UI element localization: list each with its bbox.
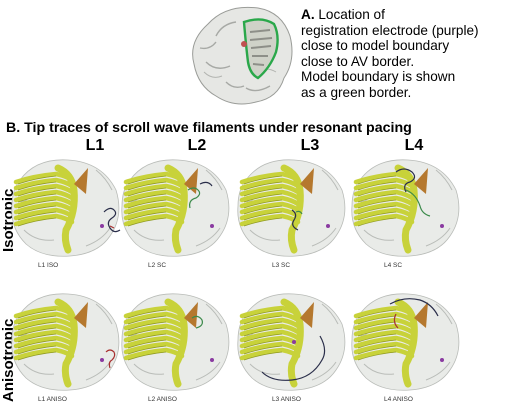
panel-aniso-l4 — [351, 293, 460, 391]
pectinate-muscles — [13, 164, 78, 254]
pectinate-muscles — [239, 298, 304, 388]
panel-label-iso-l1: L1 ISO — [38, 262, 59, 269]
filament-tip-trace — [105, 349, 116, 369]
caption-a-line-2: registration electrode (purple) — [301, 22, 479, 38]
column-header-l3: L3 — [300, 137, 320, 154]
panel-label-aniso-l4: L4 ANISO — [384, 396, 413, 403]
registration-electrode-marker — [100, 224, 104, 228]
panel-iso-l2 — [121, 159, 230, 257]
registration-electrode-marker — [100, 358, 104, 362]
pectinate-muscles — [239, 164, 304, 254]
caption-a-label: A. — [301, 7, 315, 22]
heart-shading — [357, 169, 453, 247]
column-header-l1: L1 — [85, 137, 105, 154]
filament-tip-trace — [103, 207, 121, 233]
heart-shading — [127, 303, 223, 381]
registration-electrode-marker — [292, 340, 296, 344]
registration-electrode-marker — [440, 224, 444, 228]
filament-tip-trace — [191, 315, 203, 329]
heart-shading — [243, 169, 339, 247]
node-triangle-marker — [74, 302, 88, 328]
caption-a-line-1: Location of — [318, 7, 385, 22]
caption-b-text: Tip traces of scroll wave filaments unde… — [24, 120, 412, 136]
registration-electrode-marker — [241, 41, 247, 47]
node-triangle-marker — [300, 302, 314, 328]
registration-electrode-marker — [210, 358, 214, 362]
node-triangle-marker — [414, 302, 428, 328]
panel-iso-l3 — [237, 159, 346, 257]
caption-a-line-5: Model boundary is shown — [301, 69, 456, 85]
panel-aniso-l1 — [11, 293, 120, 391]
column-header-l2: L2 — [187, 137, 207, 154]
pectinate-muscles — [123, 298, 188, 388]
heart-shading — [357, 303, 453, 381]
node-triangle-marker — [184, 302, 198, 328]
panel-label-aniso-l1: L1 ANISO — [38, 396, 67, 403]
panel-label-iso-l3: L3 SC — [272, 262, 291, 269]
panel-label-iso-l2: L2 SC — [148, 262, 167, 269]
caption-a-line-3: close to model boundary — [301, 38, 450, 54]
node-triangle-marker — [74, 168, 88, 194]
pectinate-muscles — [13, 298, 78, 388]
column-header-l4: L4 — [404, 137, 424, 154]
panel-label-iso-l4: L4 SC — [384, 262, 403, 269]
panel-label-aniso-l2: L2 ANISO — [148, 396, 177, 403]
caption-b-label: B. — [6, 120, 21, 136]
panel-iso-l1 — [11, 159, 121, 257]
panel-label-aniso-l3: L3 ANISO — [272, 396, 301, 403]
caption-a: A. Location of registration electrode (p… — [301, 7, 505, 101]
heart-overview-image — [192, 6, 293, 105]
caption-b: B. Tip traces of scroll wave filaments u… — [6, 120, 412, 136]
filament-tip-trace — [389, 298, 439, 329]
registration-electrode-marker — [440, 358, 444, 362]
heart-shading — [127, 169, 223, 247]
filament-tip-trace — [291, 209, 303, 231]
heart-shading — [17, 169, 113, 247]
filament-tip-trace — [395, 168, 431, 217]
caption-a-line-6: as a green border. — [301, 84, 412, 100]
filament-tip-trace — [261, 335, 326, 381]
panel-iso-l4 — [351, 159, 460, 257]
panel-aniso-l3 — [237, 293, 346, 391]
pectinate-muscles — [123, 164, 188, 254]
heart-shading — [17, 303, 113, 381]
caption-a-line-4: close to AV border. — [301, 53, 415, 69]
registration-electrode-marker — [210, 224, 214, 228]
node-triangle-marker — [300, 168, 314, 194]
filament-tip-trace — [187, 181, 213, 209]
heart-shading — [243, 303, 339, 381]
node-triangle-marker — [414, 168, 428, 194]
panel-aniso-l2 — [121, 293, 230, 391]
registration-electrode-marker — [326, 224, 330, 228]
pectinate-muscles — [353, 164, 418, 254]
